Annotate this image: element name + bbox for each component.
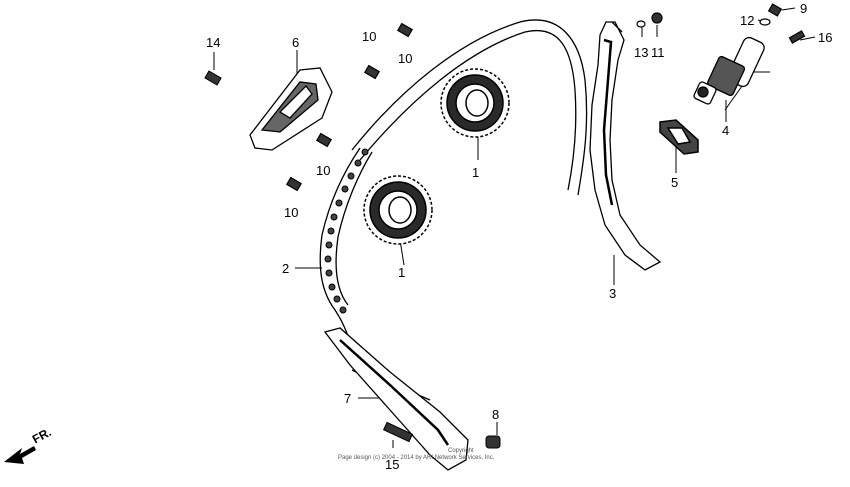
callout-14: 14 <box>206 35 221 50</box>
copyright-line-1: Copyright <box>448 448 474 454</box>
callout-10-b: 10 <box>398 51 413 66</box>
lifter-gasket <box>659 119 699 155</box>
callout-12: 12 <box>740 13 755 28</box>
callout-4: 4 <box>722 123 730 138</box>
callout-15: 15 <box>385 457 400 472</box>
cam-sprocket-lower <box>363 175 433 245</box>
callout-10-d: 10 <box>284 205 299 220</box>
callout-2: 2 <box>282 261 290 276</box>
copyright-notice: Copyright Page design (c) 2004 - 2014 by… <box>338 448 494 462</box>
callout-16: 16 <box>818 30 833 45</box>
callout-3: 3 <box>609 286 617 301</box>
front-arrow-icon <box>4 446 36 464</box>
callout-10-a: 10 <box>362 29 377 44</box>
callout-1-upper: 1 <box>472 165 480 180</box>
callout-5: 5 <box>671 175 679 190</box>
bolt-15 <box>382 421 414 443</box>
callout-8: 8 <box>492 407 500 422</box>
collar-8 <box>485 435 501 449</box>
callout-1-lower: 1 <box>398 265 406 280</box>
callout-10-c: 10 <box>316 163 331 178</box>
cam-sprocket-upper <box>440 68 510 138</box>
callout-6: 6 <box>292 35 300 50</box>
chain-guide-upper <box>249 67 333 151</box>
chain-guide-lower <box>323 327 469 471</box>
callout-11: 11 <box>651 45 665 60</box>
tensioner-lifter <box>693 36 765 105</box>
bolt-14 <box>204 70 222 86</box>
copyright-line-2: Page design (c) 2004 - 2014 by ARI Netwo… <box>338 455 495 462</box>
bolts-10 <box>285 22 414 192</box>
tensioner-arm <box>589 21 662 271</box>
callout-7: 7 <box>344 391 352 406</box>
callout-13: 13 <box>634 45 649 60</box>
callout-9: 9 <box>800 1 808 16</box>
small-fasteners <box>636 3 806 44</box>
